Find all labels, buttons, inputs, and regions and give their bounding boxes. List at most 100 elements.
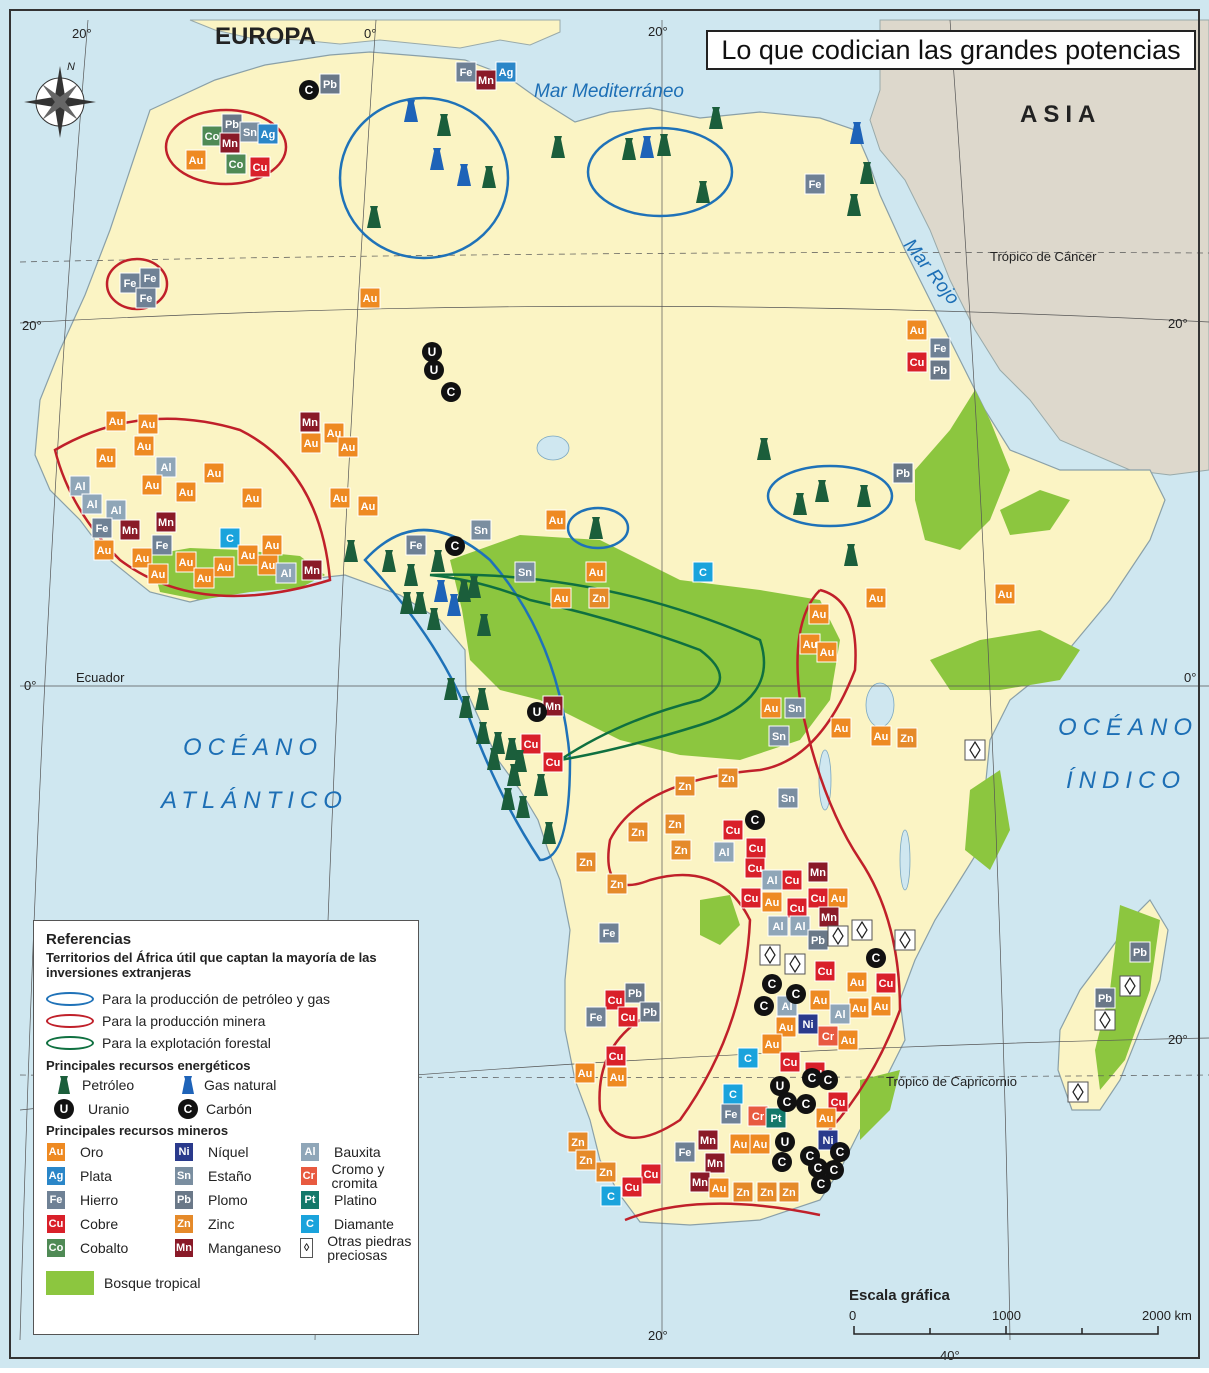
svg-text:Au: Au [261,560,276,572]
mineral-au-marker: Au [870,995,892,1017]
svg-text:Au: Au [151,569,166,581]
mineral-au-marker: Au [994,583,1016,605]
svg-text:Au: Au [179,487,194,499]
svg-text:Au: Au [363,293,378,305]
svg-text:Cu: Cu [621,1012,636,1024]
mineral-swatch-icon: Cr [300,1166,318,1186]
gem-icon [851,919,873,941]
legend-coal-label: Carbón [206,1101,252,1117]
svg-text:Zn: Zn [674,845,688,857]
uranium-icon: U [775,1132,795,1152]
svg-text:Cu: Cu [811,893,826,905]
mineral-au-marker: Au [550,587,572,609]
mineral-zn-marker: Zn [717,767,739,789]
legend-mineral-label: Estaño [208,1168,252,1184]
mineral-zn-marker: Zn [575,851,597,873]
mineral-au-marker: Au [729,1133,751,1155]
svg-text:Au: Au [610,1072,625,1084]
svg-text:Pb: Pb [323,79,337,91]
legend-zones-title: Territorios del África útil que captan l… [46,950,377,980]
svg-text:Cu: Cu [783,1057,798,1069]
mineral-al-marker: Al [713,841,735,863]
svg-text:Cu: Cu [524,739,539,751]
svg-text:Au: Au [812,609,827,621]
svg-text:Al: Al [767,875,778,887]
mineral-ag-marker: Ag [257,123,279,145]
mineral-au-marker: Au [837,1029,859,1051]
mineral-au-marker: Au [846,971,868,993]
mineral-au-marker: Au [708,1177,730,1199]
coal-icon: C [445,536,465,556]
mineral-sn-marker: Sn [239,121,261,143]
mineral-au-marker: Au [906,319,928,341]
mineral-swatch-icon: Pt [300,1190,320,1210]
svg-text:Fe: Fe [460,67,473,79]
mineral-swatch-icon: Zn [174,1214,194,1234]
mineral-mn-marker: Mn [155,511,177,533]
mineral-swatch-icon: Au [46,1142,66,1162]
mineral-swatch-icon: Mn [174,1238,194,1258]
svg-text:Mn: Mn [122,525,138,537]
mineral-pb-marker: Pb [1094,987,1116,1009]
lon-label-e20-top: 20° [648,24,668,39]
uranium-icon: U [54,1099,74,1119]
mineral-au-marker: Au [809,989,831,1011]
mineral-au-marker: Au [848,997,870,1019]
scale-bar: Escala gráfica 0 1000 2000 km [849,1287,1192,1335]
label-mediterranean: Mar Mediterráneo [534,81,684,102]
lon-label-e40: 40° [940,1348,960,1363]
mineral-mn-marker: Mn [689,1171,711,1193]
legend-mineral-label: Otras piedras preciosas [327,1233,412,1263]
compass-north-label: N [67,61,75,73]
gem-icon [894,929,916,951]
legend-mineral-label: Bauxita [334,1144,381,1160]
svg-text:Al: Al [161,462,172,474]
coal-icon: C [772,1152,792,1172]
coal-icon: C [802,1068,822,1088]
coal-icon: C [866,948,886,968]
oil-derrick-icon [501,788,515,810]
svg-text:Au: Au [803,639,818,651]
forestry-zone-swatch [46,1036,94,1050]
legend-uranium-label: Uranio [88,1101,130,1117]
mineral-cu-marker: Cu [542,751,564,773]
legend-mineral-label: Plata [80,1168,112,1184]
mineral-zn-marker: Zn [606,873,628,895]
svg-text:Zn: Zn [571,1137,585,1149]
svg-text:Sn: Sn [243,127,257,139]
svg-text:Al: Al [87,499,98,511]
mineral-cu-marker: Cu [827,1091,849,1113]
svg-text:Fe: Fe [679,1147,692,1159]
lon-label-0: 0° [364,26,376,41]
coal-icon: C [299,80,319,100]
coal-icon: C [441,382,461,402]
mineral-co-marker: Co [225,153,247,175]
legend-zone-oil: Para la producción de petróleo y gas [46,988,406,1010]
oil-derrick-icon [551,136,565,158]
svg-text:C: C [872,951,881,965]
svg-text:Fe: Fe [590,1012,603,1024]
mineral-c-marker: C [219,527,241,549]
mineral-au-marker: Au [799,633,821,655]
svg-text:Cu: Cu [790,903,805,915]
mineral-au-marker: Au [865,587,887,609]
oil-derrick-icon [622,138,636,160]
oil-derrick-icon [505,738,519,760]
mineral-au-marker: Au [175,551,197,573]
mineral-au-marker: Au [185,149,207,171]
svg-text:C: C [778,1155,787,1169]
coal-icon: C [786,984,806,1004]
lat-label-n20-right: 20° [1168,316,1188,331]
oil-derrick-icon [467,576,481,598]
svg-text:C: C [817,1177,826,1191]
mineral-au-marker: Au [147,563,169,585]
mineral-cu-marker: Cu [617,1006,639,1028]
svg-text:C: C [830,1163,839,1177]
mineral-zn-marker: Zn [567,1131,589,1153]
mineral-au-marker: Au [760,697,782,719]
mineral-mn-marker: Mn [219,132,241,154]
svg-text:Al: Al [795,921,806,933]
oil-derrick-icon [58,1076,70,1094]
